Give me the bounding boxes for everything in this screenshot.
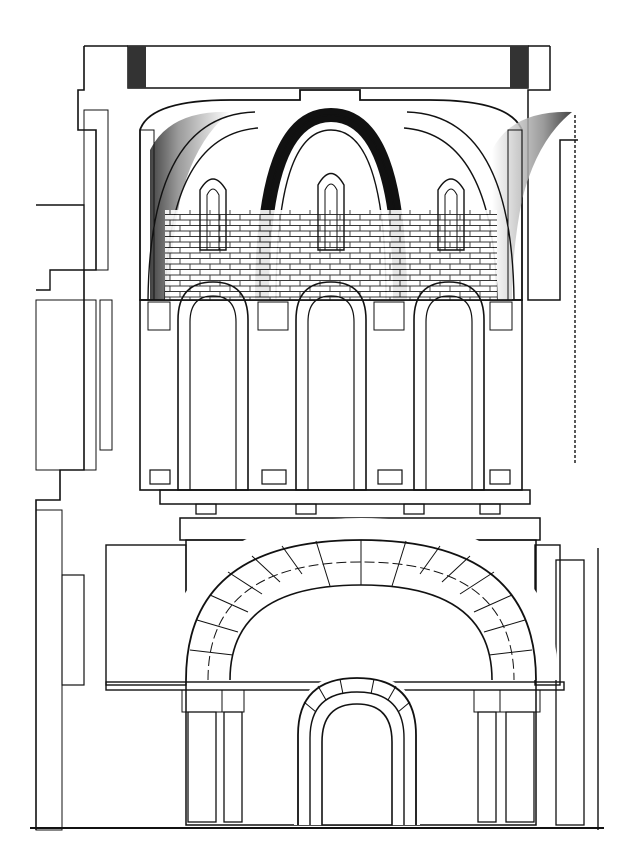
arcade-arch-center bbox=[295, 281, 367, 491]
arcade-arch-right bbox=[413, 281, 485, 491]
arcade-arch-left bbox=[177, 281, 249, 491]
upper-window-center bbox=[317, 172, 345, 251]
upper-column-bases bbox=[149, 469, 511, 485]
lower-great-arch bbox=[164, 517, 558, 681]
corbel-row bbox=[195, 503, 501, 515]
lower-columns-right bbox=[473, 689, 541, 823]
upper-window-right bbox=[437, 178, 465, 251]
doorway bbox=[294, 673, 420, 826]
lower-columns-left bbox=[181, 689, 245, 823]
top-cornice bbox=[84, 45, 550, 89]
left-outer-wall bbox=[35, 46, 113, 831]
right-outer-wall bbox=[527, 46, 599, 830]
upper-window-left bbox=[199, 178, 227, 251]
upper-drum bbox=[139, 89, 572, 301]
upper-capitals bbox=[147, 301, 513, 331]
upper-arcade bbox=[139, 281, 531, 505]
